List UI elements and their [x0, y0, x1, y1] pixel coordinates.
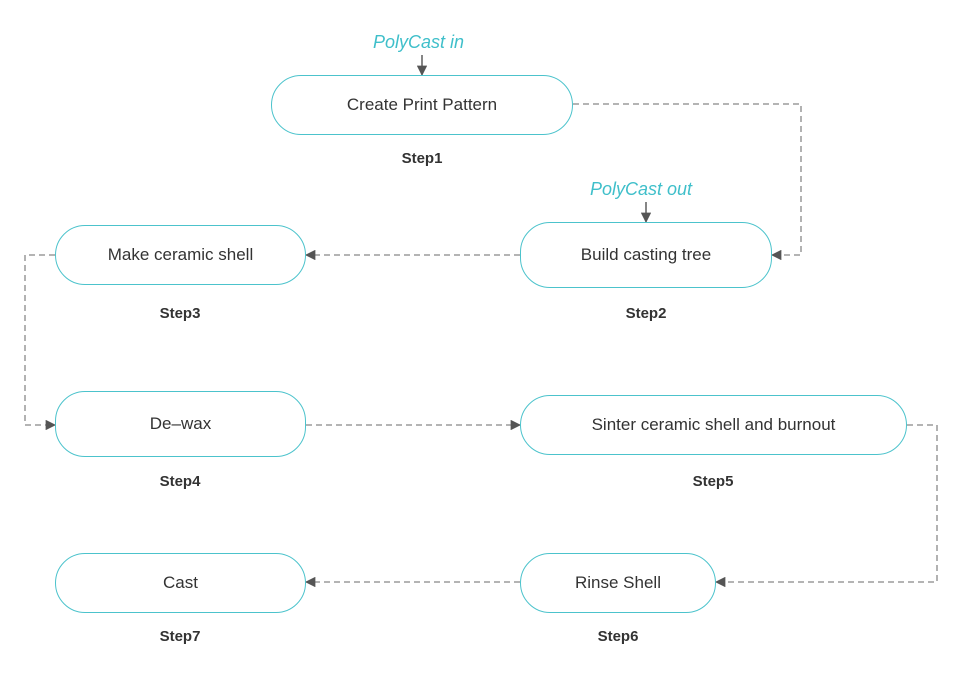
step-label-5: Step5 [692, 473, 734, 490]
step-label-3: Step3 [159, 305, 201, 322]
node-sinter-ceramic-shell: Sinter ceramic shell and burnout [520, 395, 907, 455]
edge-step1-to-step2 [573, 103, 802, 261]
node-de-wax: De–wax [55, 391, 306, 457]
edge-step5-to-step6 [714, 424, 938, 588]
node-rinse-shell: Rinse Shell [520, 553, 716, 613]
edge-step3-to-step4 [24, 254, 57, 431]
step-label-6: Step6 [597, 628, 639, 645]
polycast-out-label: PolyCast out [590, 179, 693, 199]
polycast-in-label: PolyCast in [373, 32, 465, 52]
node-make-ceramic-shell: Make ceramic shell [55, 225, 306, 285]
node-build-casting-tree: Build casting tree [520, 222, 772, 288]
step-label-7: Step7 [159, 628, 201, 645]
step-label-2: Step2 [625, 305, 667, 322]
node-cast: Cast [55, 553, 306, 613]
step-label-1: Step1 [401, 150, 443, 167]
node-create-print-pattern: Create Print Pattern [271, 75, 573, 135]
step-label-4: Step4 [159, 473, 201, 490]
